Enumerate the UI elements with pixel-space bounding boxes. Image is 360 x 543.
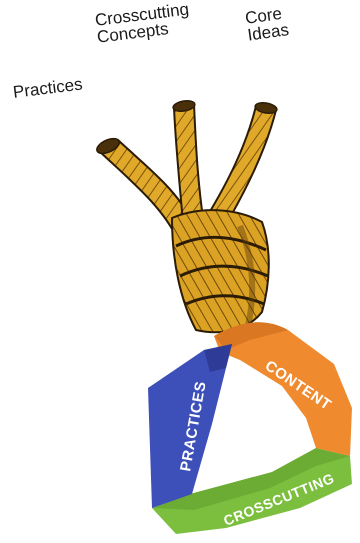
tri-color-band: PRACTICES CONTENT CROSSCUTTING [148,322,352,534]
rope [95,99,278,332]
